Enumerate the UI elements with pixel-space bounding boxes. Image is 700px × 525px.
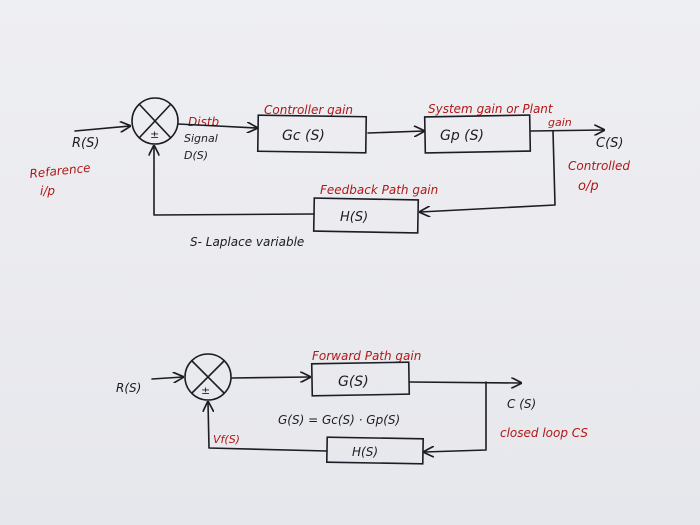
- closed-loop-note: closed loop CS: [500, 426, 588, 440]
- laplace-note: S- Laplace variable: [190, 235, 304, 249]
- output-arrow-2: [409, 382, 521, 383]
- summer-to-controller-arrow: [177, 124, 257, 128]
- output-note-line1: Controlled: [568, 159, 630, 173]
- summer-sign-1: ±: [150, 128, 159, 141]
- output-label-1: C(S): [596, 136, 623, 151]
- controller-block-label: Gc (S): [282, 128, 325, 144]
- summer-to-forward-arrow: [231, 377, 310, 378]
- feedback-signal-label: Vf(S): [213, 433, 240, 446]
- disturbance-line1: Distb: [188, 115, 220, 129]
- plant-label-line1: System gain or Plant: [428, 102, 554, 116]
- feedback-path-out-2: [424, 381, 487, 452]
- output-label-2: C (S): [507, 397, 536, 411]
- plant-block-label: Gp (S): [440, 128, 484, 144]
- disturbance-line3: D(S): [184, 149, 208, 162]
- feedback-path-in-1: [154, 146, 315, 216]
- plant-block: [423, 114, 532, 154]
- summing-junction-2: ±: [184, 353, 232, 401]
- input-arrow-1: [74, 126, 130, 131]
- forward-label: Forward Path gain: [312, 349, 421, 363]
- forward-block: [310, 361, 411, 397]
- input-label-1: R(S): [72, 136, 99, 151]
- controller-label: Controller gain: [264, 103, 353, 117]
- feedback-block-2: [325, 436, 425, 465]
- output-note-line2: o/p: [578, 179, 599, 194]
- feedback-label-1: Feedback Path gain: [320, 183, 438, 197]
- gain-equation: G(S) = Gc(S) · Gp(S): [278, 413, 400, 427]
- forward-block-label: G(S): [338, 374, 369, 390]
- diagram-open-detail: R(S) Refarence i/p ± Distb Signal D(S) C…: [29, 97, 630, 249]
- input-label-2: R(S): [116, 381, 141, 395]
- output-arrow-1: [530, 130, 604, 131]
- controller-to-plant-arrow: [367, 131, 424, 133]
- plant-label-line2: gain: [548, 116, 572, 129]
- reference-note-line1: Refarence: [29, 161, 91, 181]
- reference-note-line2: i/p: [40, 184, 55, 198]
- disturbance-line2: Signal: [184, 132, 218, 145]
- diagram-closed-loop: R(S) ± Forward Path gain G(S) C (S) clos…: [116, 349, 588, 465]
- feedback-path-out-1: [420, 130, 556, 212]
- summer-sign-2: ±: [201, 384, 210, 397]
- summing-junction-1: ±: [131, 97, 179, 145]
- feedback-block-label-1: H(S): [340, 210, 368, 225]
- controller-block: [256, 114, 368, 154]
- input-arrow-2: [151, 377, 183, 379]
- feedback-block-label-2: H(S): [352, 445, 378, 459]
- feedback-path-in-2: [208, 402, 328, 452]
